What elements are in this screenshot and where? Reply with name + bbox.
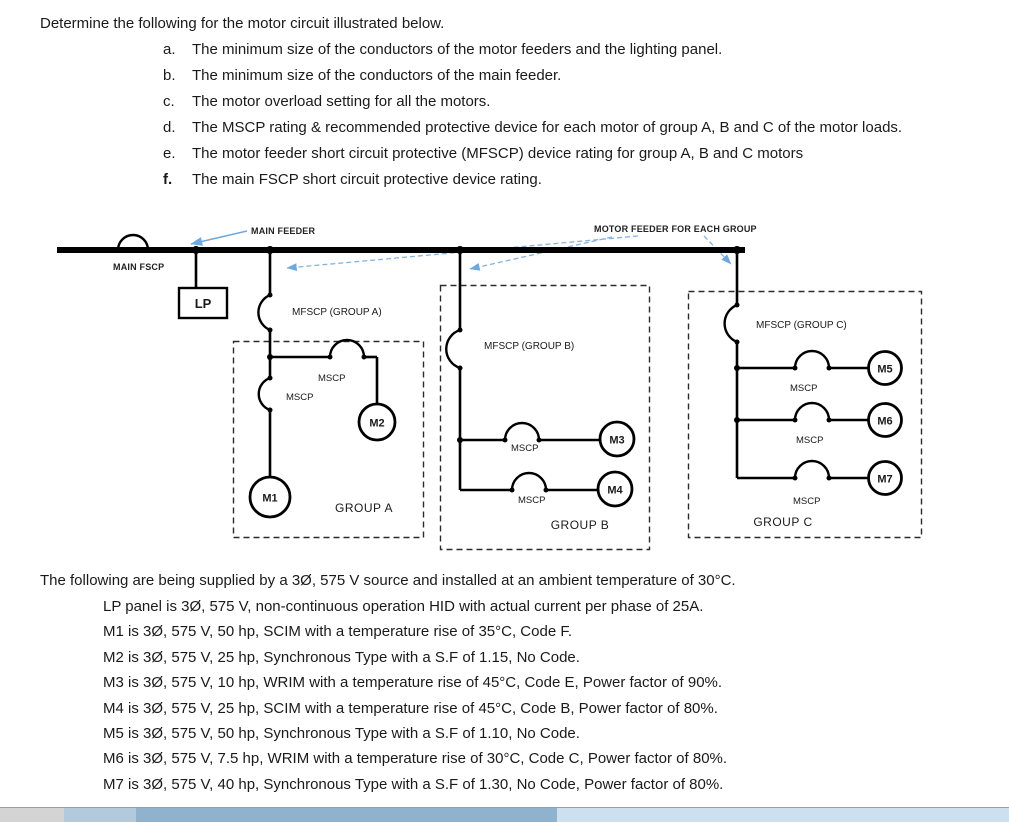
- edge-segment-blue-mid: [136, 808, 557, 822]
- spec-line-m6: M6 is 3Ø, 575 V, 7.5 hp, WRIM with a tem…: [103, 750, 728, 768]
- motor-m4-label: M4: [607, 485, 623, 497]
- item-text: The minimum size of the conductors of th…: [192, 67, 562, 84]
- mscp-breaker-m2: [328, 338, 366, 358]
- mfscp-group-a-label: MFSCP (GROUP A): [292, 307, 382, 318]
- problem-intro: Determine the following for the motor ci…: [40, 15, 445, 32]
- mscp-label-m6: MSCP: [796, 435, 823, 446]
- specs-intro: The following are being supplied by a 3Ø…: [40, 572, 736, 589]
- motor-m5-label: M5: [877, 364, 892, 376]
- motor-m3-label: M3: [609, 435, 624, 447]
- item-text: The MSCP rating & recommended protective…: [192, 119, 903, 136]
- mscp-breaker-m7: [793, 459, 831, 479]
- spec-line-m2: M2 is 3Ø, 575 V, 25 hp, Synchronous Type…: [103, 648, 580, 666]
- mscp-label-m1: MSCP: [286, 392, 313, 403]
- mfscp-group-c-label: MFSCP (GROUP C): [756, 320, 847, 331]
- group-c-label: GROUP C: [753, 515, 812, 529]
- spec-line-m3: M3 is 3Ø, 575 V, 10 hp, WRIM with a temp…: [103, 674, 723, 692]
- mfscp-group-b-breaker: [445, 328, 461, 370]
- mscp-breaker-m1: [257, 376, 271, 412]
- motor-feeder-label: MOTOR FEEDER FOR EACH GROUP: [594, 224, 757, 234]
- problem-item-d: d. The MSCP rating & recommended protecti…: [0, 115, 902, 141]
- mscp-label-m2: MSCP: [318, 373, 345, 384]
- edge-segment-blue-left: [64, 808, 136, 822]
- item-letter: d.: [163, 119, 176, 136]
- problem-item-e: e. The motor feeder short circuit protect…: [0, 141, 902, 167]
- spec-line-m1: M1 is 3Ø, 575 V, 50 hp, SCIM with a temp…: [103, 623, 572, 641]
- group-b-label: GROUP B: [551, 518, 610, 532]
- mscp-label-m7: MSCP: [793, 496, 820, 507]
- main-fscp-label: MAIN FSCP: [113, 262, 164, 272]
- mfscp-group-b-label: MFSCP (GROUP B): [484, 341, 574, 352]
- lp-box: [177, 286, 229, 320]
- group-b-wires: [458, 250, 600, 492]
- motor-m7: [867, 460, 903, 496]
- motor-m6: [867, 402, 903, 438]
- group-a-label: GROUP A: [335, 501, 393, 515]
- item-letter: b.: [163, 67, 176, 84]
- lp-label: LP: [195, 296, 212, 311]
- motor-m1-label: M1: [262, 493, 277, 505]
- mfscp-group-a-breaker: [257, 293, 271, 332]
- group-c-wires: [735, 250, 868, 480]
- edge-segment-blue-right: [557, 808, 1009, 822]
- item-letter: e.: [163, 145, 176, 162]
- item-letter: a.: [163, 41, 176, 58]
- group-a-wires: [268, 250, 379, 477]
- motor-m6-label: M6: [877, 416, 892, 428]
- motor-m2-label: M2: [369, 418, 384, 430]
- item-text: The motor feeder short circuit protectiv…: [192, 145, 804, 162]
- problem-item-b: b. The minimum size of the conductors of …: [0, 63, 902, 89]
- mfscp-group-c-breaker: [723, 303, 738, 344]
- motor-m4: [596, 470, 634, 508]
- problem-item-a: a. The minimum size of the conductors of …: [0, 37, 902, 63]
- problem-item-f: f. The main FSCP short circuit protective…: [0, 167, 902, 193]
- specs-section: The following are being supplied by a 3Ø…: [0, 568, 736, 797]
- motor-m3: [598, 420, 636, 458]
- mscp-breaker-m4: [510, 471, 548, 491]
- motor-m2: [357, 402, 397, 442]
- background-window-edge: [0, 807, 1009, 822]
- spec-line-lp: LP panel is 3Ø, 575 V, non-continuous op…: [103, 598, 704, 615]
- group-c-box: [687, 290, 923, 539]
- motor-m1: [248, 475, 292, 519]
- spec-line-m5: M5 is 3Ø, 575 V, 50 hp, Synchronous Type…: [103, 725, 580, 743]
- edge-segment-gray: [0, 808, 64, 822]
- motor-m7-label: M7: [877, 474, 892, 486]
- junction-dots: [115, 246, 832, 493]
- spec-line-m7: M7 is 3Ø, 575 V, 40 hp, Synchronous Type…: [103, 775, 724, 793]
- main-feeder-label: MAIN FEEDER: [251, 226, 316, 236]
- problem-item-c: c. The motor overload setting for all the…: [0, 89, 902, 115]
- mscp-label-m3: MSCP: [511, 443, 538, 454]
- item-text: The main FSCP short circuit protective d…: [192, 171, 542, 188]
- item-letter: f.: [163, 171, 173, 188]
- motor-m5: [867, 350, 903, 386]
- mscp-breaker-m3: [503, 421, 541, 441]
- mscp-breaker-m5: [793, 349, 831, 369]
- group-a-box: [232, 340, 425, 539]
- item-text: The motor overload setting for all the m…: [192, 93, 491, 110]
- mscp-label-m5: MSCP: [790, 383, 817, 394]
- mscp-breaker-m6: [793, 401, 831, 421]
- item-letter: c.: [163, 93, 175, 110]
- mscp-label-m4: MSCP: [518, 495, 545, 506]
- circuit-diagram: MAIN FEEDER MOTOR FEEDER FOR EACH GROUP …: [57, 224, 923, 551]
- main-feeder-arrow: [190, 230, 248, 246]
- problem-items: a. The minimum size of the conductors of …: [0, 37, 902, 193]
- item-text: The minimum size of the conductors of th…: [192, 41, 723, 58]
- group-b-box: [439, 284, 651, 551]
- spec-line-m4: M4 is 3Ø, 575 V, 25 hp, SCIM with a temp…: [103, 699, 718, 717]
- main-fscp-breaker: [116, 233, 150, 251]
